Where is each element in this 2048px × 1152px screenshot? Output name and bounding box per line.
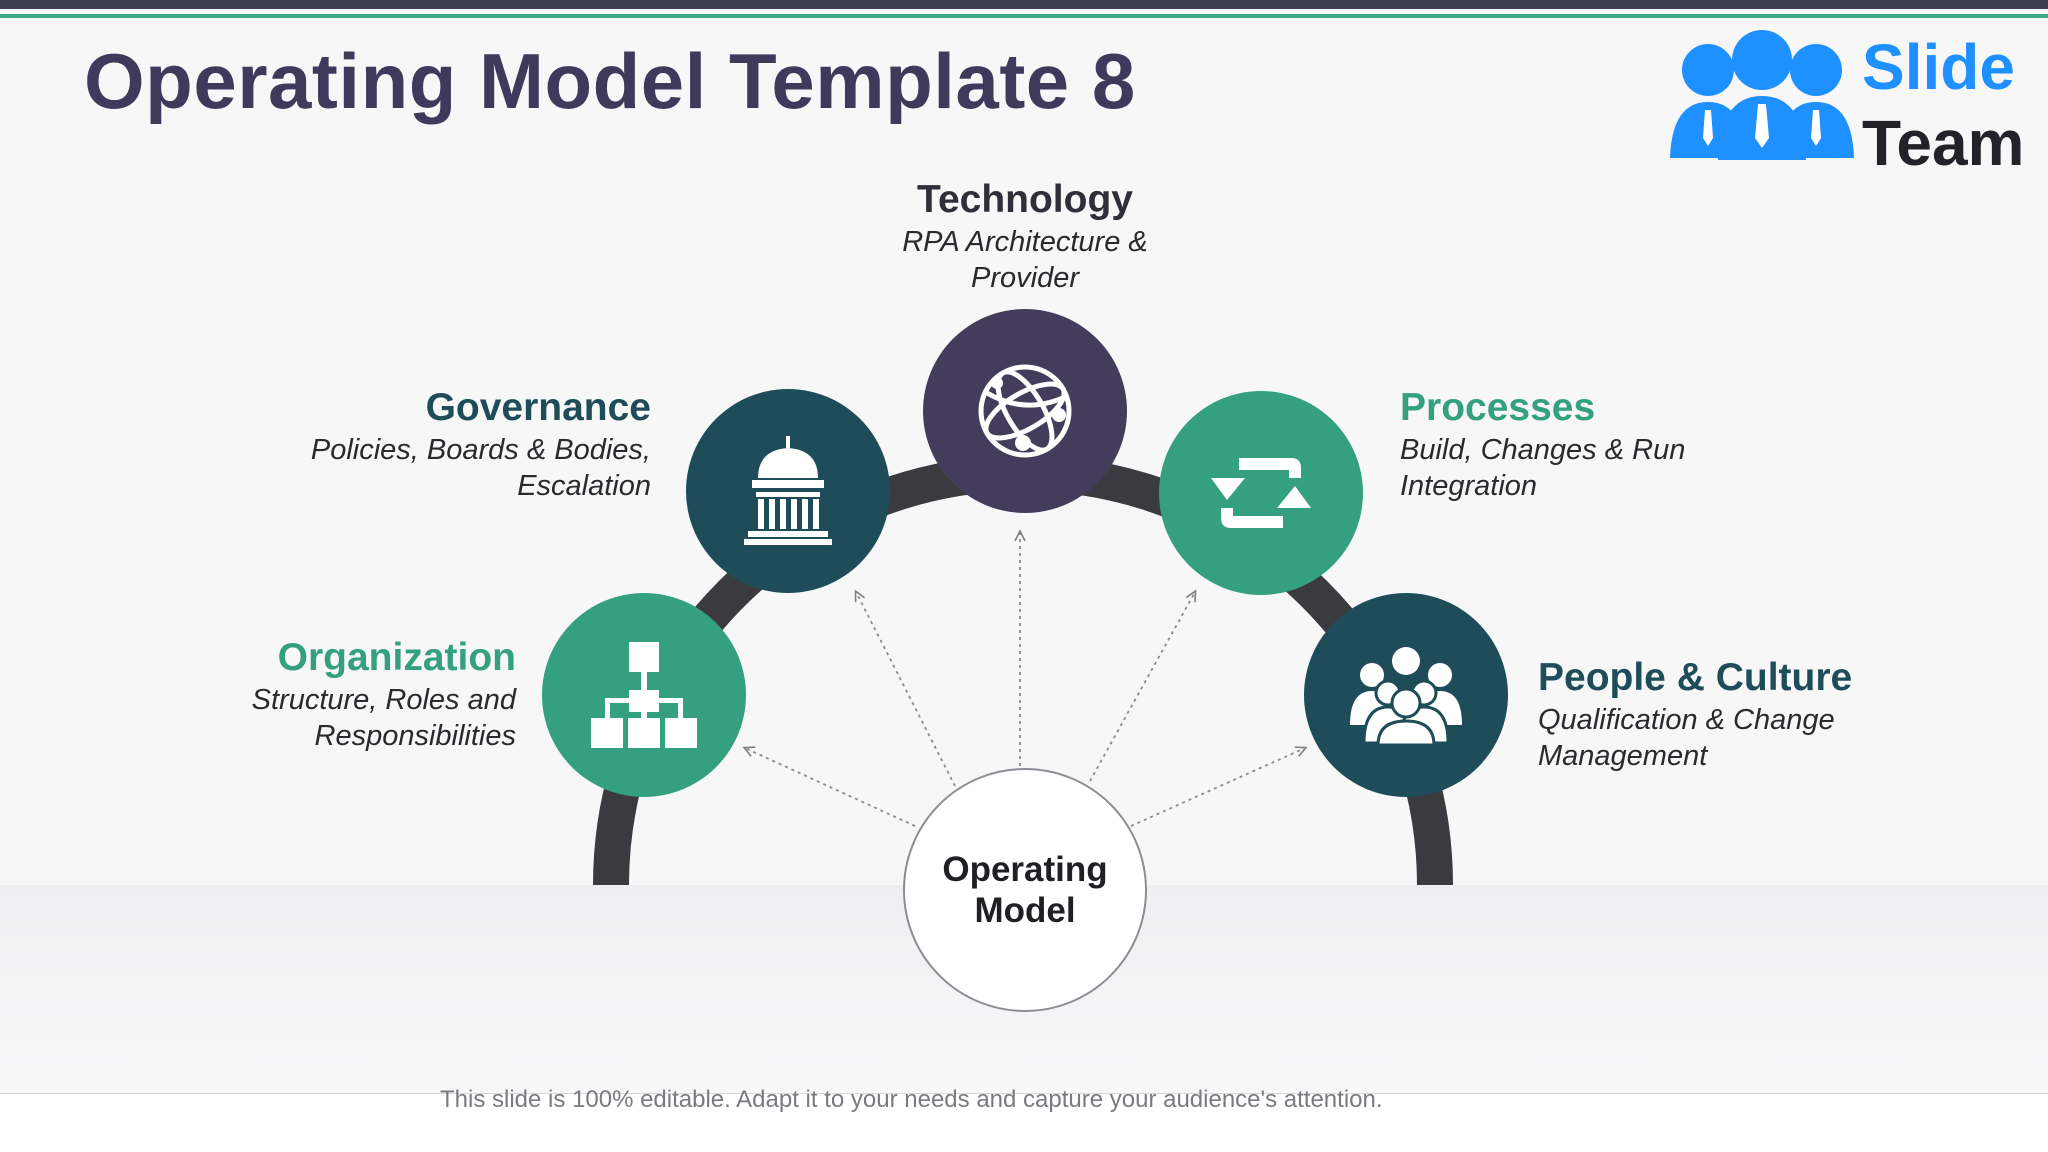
processes-desc-line1: Build, Changes & Run [1400,434,1686,466]
arrow-to-governance [854,589,956,787]
logo-text-team: Team [1862,107,2025,179]
people-group-icon [1350,647,1462,747]
bottom-footer-area [0,1093,2048,1152]
organization-desc-line2: Responsibilities [314,720,517,752]
refresh-arrows-icon [1211,458,1311,528]
processes-desc-line2: Integration [1400,470,1538,502]
governance-title: Governance [425,386,651,429]
top-accent-line [0,14,2048,18]
people-culture-desc-line1: Qualification & Change [1538,704,1835,736]
organization-label: Organization Structure, Roles and Respon… [252,634,516,754]
people-culture-label: People & Culture Qualification & Change … [1538,654,1852,774]
organization-desc-line1: Structure, Roles and [251,684,516,716]
logo-people-icon [1670,30,1854,160]
page-title: Operating Model Template 8 [84,37,1136,125]
processes-title: Processes [1400,386,1596,429]
technology-label: Technology RPA Architecture & Provider [845,176,1205,296]
processes-circle [1159,391,1363,595]
organization-title: Organization [277,636,516,679]
governance-desc-line2: Escalation [517,470,651,502]
technology-desc-line1: RPA Architecture & [902,226,1148,258]
org-chart-icon [591,642,697,748]
people-culture-title: People & Culture [1538,656,1853,699]
top-bar [0,0,2048,9]
technology-circle [923,309,1127,513]
slideteam-logo: Slide Team [1662,26,2024,179]
globe-network-icon [978,364,1072,458]
people-culture-circle [1304,593,1508,797]
logo-text-slide: Slide [1862,31,2015,103]
processes-label: Processes Build, Changes & Run Integrati… [1400,384,1685,504]
capitol-building-icon [744,436,832,545]
people-culture-desc-line2: Management [1538,740,1708,772]
technology-desc-line2: Provider [971,262,1079,294]
governance-circle [686,389,890,593]
center-line2: Model [974,891,1076,930]
arrow-to-organization [742,746,916,827]
governance-desc-line1: Policies, Boards & Bodies, [310,434,651,466]
connector-arrows [742,529,1308,827]
operating-model-center: Operating Model [903,768,1147,1012]
organization-circle [542,593,746,797]
governance-label: Governance Policies, Boards & Bodies, Es… [311,384,651,504]
center-line1: Operating [942,850,1108,889]
arrow-to-people [1130,746,1308,827]
arrow-to-processes [1089,589,1197,782]
bottom-divider [0,1093,2048,1094]
technology-title: Technology [917,178,1133,221]
